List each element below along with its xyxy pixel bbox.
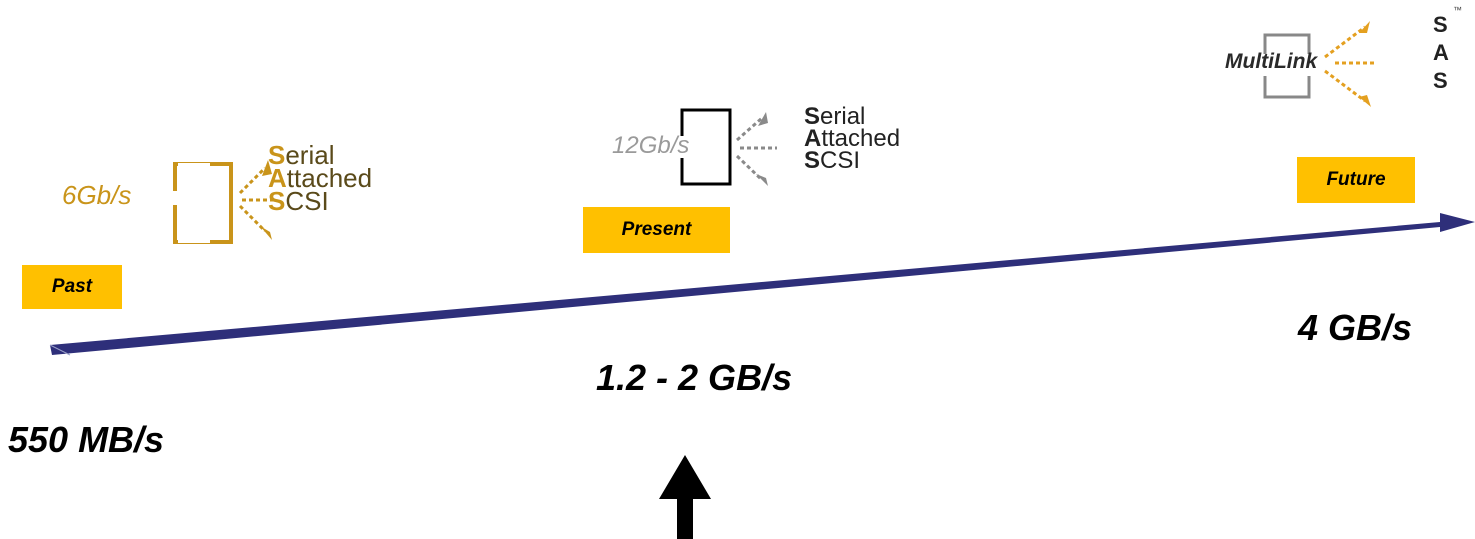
multilink-brand: MultiLink [1225, 50, 1318, 73]
trademark-mark: ™ [1453, 5, 1462, 15]
sas-rate-label: 6Gb/s [62, 180, 132, 210]
letter-s: S [804, 103, 821, 130]
sas-connector-icon [172, 160, 275, 244]
letter-s: S [1433, 68, 1448, 93]
sas-letters: S A S [1433, 11, 1449, 95]
speed-present: 1.2 - 2 GB/s [596, 357, 793, 398]
sas-wordmark: Serial Attached SCSI [268, 142, 373, 216]
tag-future: Future [1297, 157, 1415, 203]
tag-past: Past [22, 265, 122, 309]
speed-future: 4 GB/s [1298, 307, 1413, 348]
word-rest: ttached [286, 163, 373, 193]
letter-a: A [268, 163, 287, 193]
letter-a: A [1433, 40, 1449, 65]
sas-wordmark: Serial Attached SCSI [804, 103, 901, 174]
multilink-sas-logo: MultiLink S A S ™ [1225, 5, 1470, 125]
sas-connector-icon [678, 108, 777, 186]
letter-a: A [804, 125, 822, 152]
sas-6gb-logo: 6Gb/s Serial Attached SCSI [60, 138, 410, 270]
letter-s: S [1433, 12, 1448, 37]
word-rest: CSI [285, 186, 329, 216]
letter-s: S [804, 147, 821, 174]
word-rest: erial [820, 103, 866, 130]
letter-s: S [268, 140, 286, 170]
word-rest: erial [285, 140, 335, 170]
word-rest: ttached [821, 125, 901, 152]
word-rest: CSI [820, 147, 861, 174]
sas-12gb-logo: 12Gb/s Serial Attached SCSI [612, 100, 952, 200]
up-arrow-icon [659, 455, 711, 539]
sas-rate-label: 12Gb/s [612, 132, 690, 159]
letter-s: S [268, 186, 286, 216]
tag-present: Present [583, 207, 730, 253]
multilink-connector-icon [1261, 21, 1375, 107]
speed-past: 550 MB/s [8, 419, 165, 460]
